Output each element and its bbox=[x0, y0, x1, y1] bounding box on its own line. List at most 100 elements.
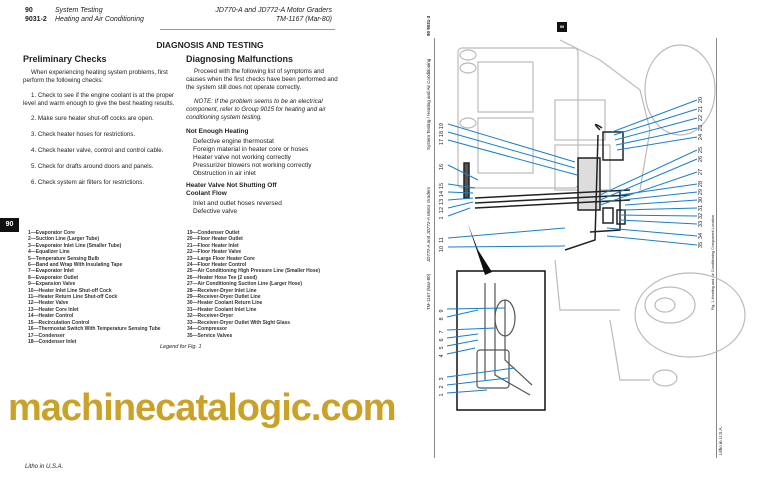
callout-line bbox=[446, 377, 509, 386]
callout-line bbox=[447, 207, 471, 217]
legend-item: 31—Heater Coolant Inlet Line bbox=[187, 306, 257, 313]
inset-frame bbox=[456, 270, 546, 411]
cause: Defective valve bbox=[193, 208, 238, 215]
callout-line bbox=[599, 171, 698, 206]
legend-item: 20—Floor Heater Outlet bbox=[187, 236, 243, 243]
legend-item: 24—Floor Heater Control bbox=[187, 262, 247, 269]
check-item: 3. Check heater hoses for restrictions. bbox=[31, 131, 136, 138]
callout-number: 13 bbox=[439, 199, 445, 205]
cause: Heater valve not working correctly bbox=[193, 154, 291, 161]
callout-line bbox=[611, 99, 698, 133]
legend-item: 34—Compressor bbox=[187, 326, 228, 333]
callout-number: 10 bbox=[439, 246, 445, 252]
callout-line bbox=[606, 235, 698, 246]
callout-line bbox=[447, 227, 566, 239]
page-number: 90 bbox=[25, 7, 33, 14]
legend-item: 35—Service Valves bbox=[187, 332, 233, 339]
header-rule bbox=[160, 29, 335, 30]
callout-number: 5 bbox=[439, 346, 445, 349]
callout-line bbox=[446, 333, 479, 339]
legend-item: 18—Condenser Inlet bbox=[28, 338, 77, 345]
legend-item: 13—Heater Core Inlet bbox=[28, 306, 79, 313]
callout-line bbox=[621, 191, 698, 201]
callout-number: 20 bbox=[698, 97, 704, 103]
callout-line bbox=[447, 201, 474, 209]
legend-caption: Legend for Fig. 1 bbox=[160, 344, 202, 350]
page-code: 9031-2 bbox=[25, 16, 47, 23]
callout-number: 11 bbox=[439, 237, 445, 243]
legend-item: 15—Recirculation Control bbox=[28, 319, 90, 326]
callout-number: 27 bbox=[698, 169, 704, 175]
callout-line bbox=[613, 108, 698, 136]
callout-number: 14 bbox=[439, 191, 445, 197]
callout-line bbox=[599, 158, 698, 201]
legend-item: 14—Heater Control bbox=[28, 313, 74, 320]
legend-item: 19—Condenser Outlet bbox=[187, 230, 240, 236]
callout-number: 32 bbox=[698, 213, 704, 219]
check-item: 5. Check for drafts around doors and pan… bbox=[31, 163, 154, 170]
check-item: 6. Check system air filters for restrict… bbox=[31, 179, 145, 186]
legend-item: 3—Evaporator Inlet Line (Smaller Tube) bbox=[28, 242, 122, 249]
callout-line bbox=[621, 207, 698, 211]
legend-item: 9—Expansion Valve bbox=[28, 281, 76, 288]
legend-item: 5—Temperature Sensing Bulb bbox=[28, 255, 100, 262]
legend-item: 27—Air Conditioning Suction Line (Larger… bbox=[187, 281, 303, 288]
callout-number: 26 bbox=[698, 156, 704, 162]
heading: Preliminary Checks bbox=[23, 54, 107, 64]
callout-number: 21 bbox=[698, 106, 704, 112]
callout-line bbox=[616, 136, 698, 151]
callout-number: 19 bbox=[439, 123, 445, 129]
section-tab: 90 bbox=[557, 22, 567, 32]
callout-line bbox=[447, 131, 576, 169]
cause: Pressurizer blowers not working correctl… bbox=[193, 162, 312, 169]
legend-item: 26—Heater Hose Tee (2 used) bbox=[187, 274, 257, 281]
callout-line bbox=[614, 117, 698, 141]
check-item: 1. Check to see if the engine coolant is… bbox=[23, 92, 175, 107]
callout-line bbox=[624, 199, 698, 206]
legend-item: 30—Heater Coolant Return Line bbox=[187, 300, 263, 307]
check-item: 4. Check heater valve, control and contr… bbox=[31, 147, 164, 154]
callout-number: 23 bbox=[698, 125, 704, 131]
callout-line bbox=[446, 307, 506, 310]
page-title: DIAGNOSIS AND TESTING bbox=[156, 40, 264, 50]
callout-line bbox=[446, 309, 479, 318]
callout-number: 30 bbox=[698, 197, 704, 203]
callout-line bbox=[447, 139, 578, 176]
legend-item: 12—Heater Valve bbox=[28, 300, 69, 307]
callout-line bbox=[619, 219, 698, 225]
callout-line bbox=[447, 183, 476, 189]
legend-item: 7—Evaporator Inlet bbox=[28, 268, 74, 275]
callout-number: 1 bbox=[439, 216, 445, 219]
callout-number: 1 bbox=[439, 393, 445, 396]
callout-number: 4 bbox=[439, 354, 445, 357]
intro: When experiencing heating system problem… bbox=[23, 69, 168, 84]
callout-number: 17 bbox=[439, 139, 445, 145]
callout-line bbox=[447, 197, 474, 201]
callout-number: 34 bbox=[698, 233, 704, 239]
symptom-heading: Heater Valve Not Shutting Off Coolant Fl… bbox=[186, 182, 277, 197]
callout-line bbox=[447, 123, 576, 163]
callout-line bbox=[447, 245, 566, 248]
legend-item: 21—Floor Heater Inlet bbox=[187, 242, 239, 249]
legend-item: 32—Receiver-Dryer bbox=[187, 313, 234, 320]
legend-item: 10—Heater Inlet Line Shut-off Cock bbox=[28, 287, 112, 294]
callout-line bbox=[606, 227, 698, 237]
inset-pointer bbox=[468, 224, 492, 275]
cause: Obstruction in air inlet bbox=[193, 170, 256, 177]
legend-item: 17—Condenser bbox=[28, 332, 65, 339]
watermark: machinecatalogic.com bbox=[8, 387, 397, 429]
legend-item: 23—Large Floor Heater Core bbox=[187, 255, 255, 262]
callout-line bbox=[599, 149, 698, 196]
callout-line bbox=[619, 183, 698, 196]
cause: Defective engine thermostat bbox=[193, 138, 274, 145]
legend-item: 25—Air Conditioning High Pressure Line (… bbox=[187, 268, 321, 275]
callout-line bbox=[446, 389, 488, 394]
legend-item: 1—Evaporator Core bbox=[28, 230, 75, 236]
preliminary-checks: Preliminary Checks When experiencing hea… bbox=[23, 54, 175, 187]
callout-number: 29 bbox=[698, 189, 704, 195]
callout-line bbox=[447, 191, 474, 194]
callout-number: 9 bbox=[439, 309, 445, 312]
callout-line bbox=[446, 347, 476, 355]
legend-item: 33—Receiver-Dryer Outlet With Sight Glas… bbox=[187, 319, 291, 326]
